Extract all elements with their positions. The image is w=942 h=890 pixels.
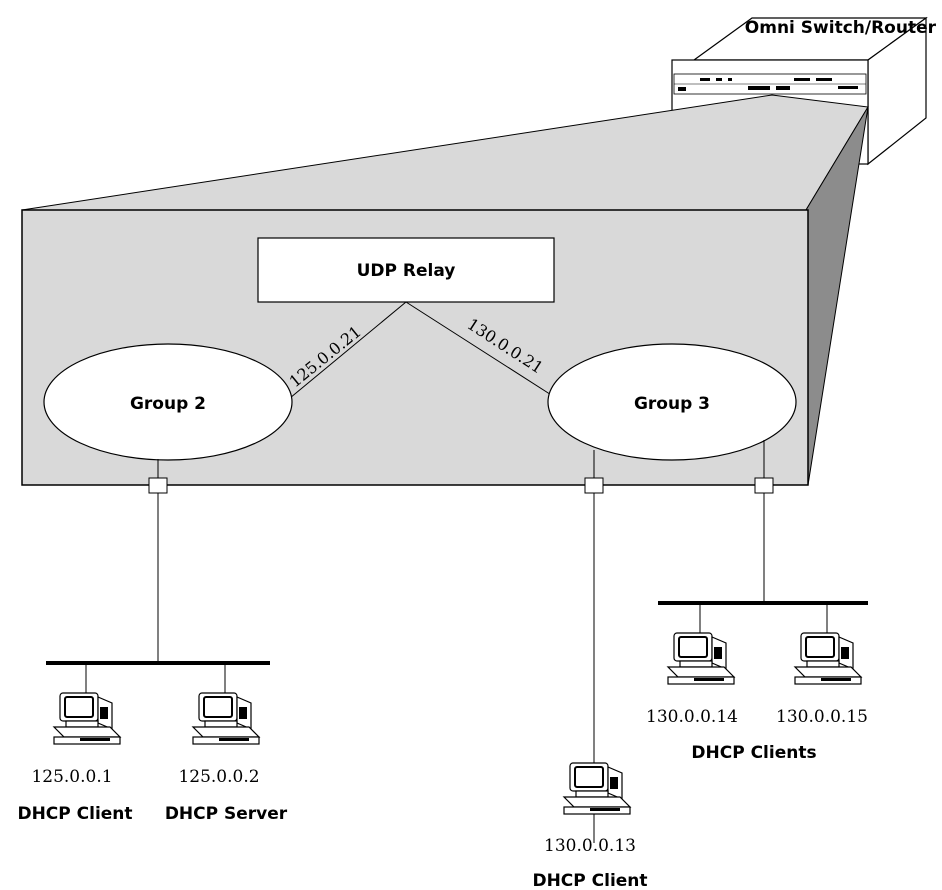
computer-icon bbox=[667, 632, 735, 685]
host-ip-125-1: 125.0.0.1 bbox=[31, 767, 112, 787]
dhcp-client-label-125: DHCP Client bbox=[17, 804, 132, 824]
router-title: Omni Switch/Router bbox=[745, 18, 937, 38]
link-group2 bbox=[289, 301, 407, 399]
host-ip-130-15: 130.0.0.15 bbox=[776, 707, 868, 727]
port-group3-a bbox=[584, 477, 604, 494]
host-ip-125-2: 125.0.0.2 bbox=[178, 767, 259, 787]
udp-relay-label: UDP Relay bbox=[357, 261, 456, 281]
host-ip-130-13: 130.0.0.13 bbox=[544, 836, 636, 856]
computer-icon bbox=[53, 692, 121, 745]
port-group2 bbox=[148, 477, 168, 494]
group2-label: Group 2 bbox=[130, 394, 206, 414]
port-group3-b bbox=[754, 477, 774, 494]
group3-ellipse bbox=[547, 343, 797, 461]
dhcp-client-label-130: DHCP Client bbox=[532, 871, 647, 890]
server-icon bbox=[192, 692, 260, 745]
link-group3 bbox=[405, 301, 557, 399]
computer-icon bbox=[794, 632, 862, 685]
group2-ellipse bbox=[43, 343, 293, 461]
group3-label: Group 3 bbox=[634, 394, 710, 414]
dhcp-clients-label-130: DHCP Clients bbox=[691, 743, 816, 763]
host-ip-130-14: 130.0.0.14 bbox=[646, 707, 738, 727]
computer-icon bbox=[563, 762, 631, 815]
dhcp-server-label-125: DHCP Server bbox=[165, 804, 288, 824]
udp-relay-box bbox=[257, 237, 555, 303]
